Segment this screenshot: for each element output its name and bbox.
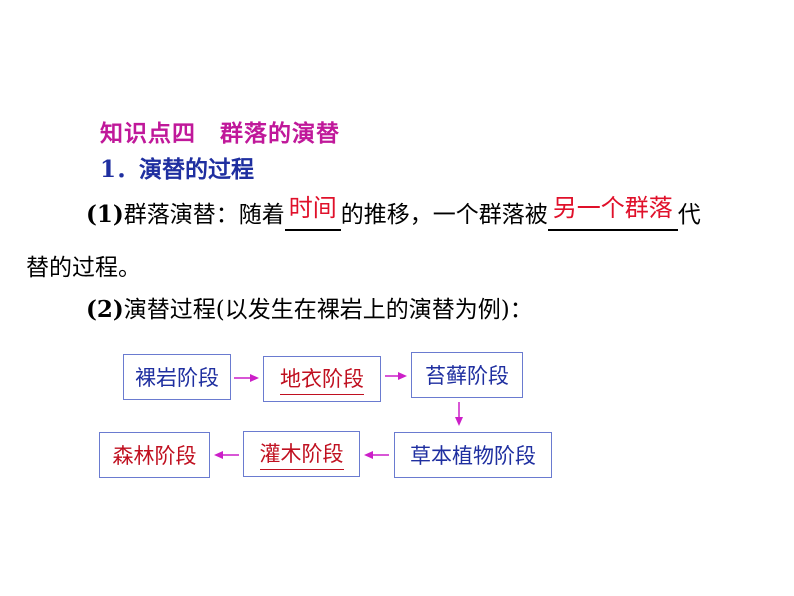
stage-shrub: 灌木阶段 xyxy=(243,431,360,477)
stage-moss: 苔藓阶段 xyxy=(411,352,523,398)
arrow-right-1-head xyxy=(250,374,259,382)
section-title: 知识点四 群落的演替 xyxy=(100,120,340,147)
paragraph-1-text-c: 代 xyxy=(677,202,701,228)
paragraph-1-text-b: 的推移，一个群落被 xyxy=(340,202,548,228)
paragraph-1-prefix: (1) xyxy=(86,201,124,228)
answer-2: 另一个群落 xyxy=(552,194,673,222)
subsection-title: 1．演替的过程 xyxy=(100,156,255,183)
stage-lichen: 地衣阶段 xyxy=(263,356,381,402)
paragraph-1-line-1: (1)群落演替：随着时间的推移，一个群落被另一个群落代 xyxy=(86,194,701,231)
blank-1: 时间 xyxy=(284,194,341,231)
paragraph-2-prefix: (2) xyxy=(86,296,124,323)
arrow-right-2-head xyxy=(398,372,407,380)
arrow-left-2-head xyxy=(214,451,223,459)
paragraph-1-text-a: 群落演替：随着 xyxy=(123,202,285,228)
arrow-down-1-head xyxy=(455,417,463,426)
paragraph-1-line-2: 替的过程。 xyxy=(26,255,141,281)
answer-1: 时间 xyxy=(288,194,337,222)
stage-forest: 森林阶段 xyxy=(99,432,210,478)
paragraph-2-text: 演替过程(以发生在裸岩上的演替为例)： xyxy=(123,297,533,323)
stage-herb: 草本植物阶段 xyxy=(394,432,552,478)
blank-2: 另一个群落 xyxy=(547,194,678,231)
arrow-left-1-head xyxy=(364,451,373,459)
stage-bare-rock: 裸岩阶段 xyxy=(123,354,231,400)
paragraph-2: (2)演替过程(以发生在裸岩上的演替为例)： xyxy=(86,290,533,324)
